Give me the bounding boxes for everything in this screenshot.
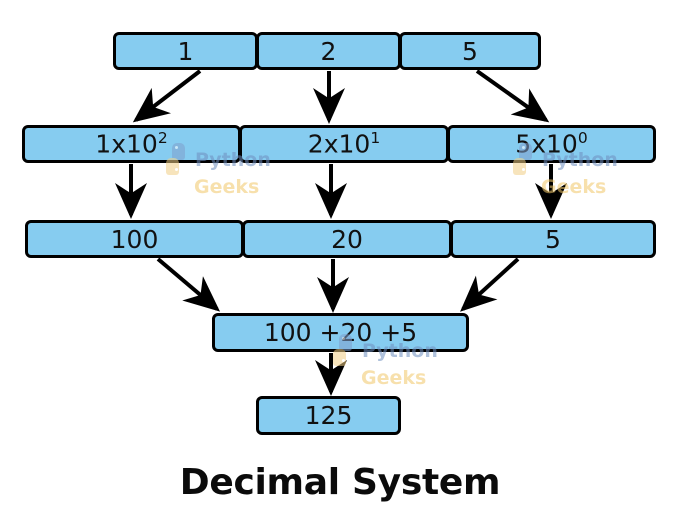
product-box-5-label: 5 bbox=[545, 224, 561, 254]
arrow-digit5-to-power3 bbox=[475, 69, 550, 123]
product-box-100-label: 100 bbox=[110, 224, 159, 254]
arrow-digit1-to-power1 bbox=[132, 69, 202, 123]
arrow-product100-to-sum bbox=[156, 257, 221, 312]
power-box-3-base: 5x10 bbox=[515, 129, 578, 159]
power-box-2-base: 2x10 bbox=[307, 129, 371, 159]
power-box-1-exponent: 2 bbox=[157, 129, 168, 148]
power-box-3-exponent: 0 bbox=[577, 129, 588, 148]
result-label: 125 bbox=[304, 401, 353, 430]
power-box-3[interactable]: 5x100 bbox=[447, 125, 656, 163]
diagram-title: Decimal System bbox=[179, 462, 501, 503]
digit-box-2-label: 2 bbox=[320, 36, 337, 66]
power-box-2-exponent: 1 bbox=[370, 129, 381, 148]
product-box-100[interactable]: 100 bbox=[25, 220, 244, 258]
arrow-product5-to-sum bbox=[460, 257, 520, 312]
sum-expression-box[interactable]: 100 +20 +5 bbox=[212, 313, 469, 352]
power-box-1[interactable]: 1x102 bbox=[22, 125, 241, 163]
power-box-3-label: 5x100 bbox=[515, 129, 588, 159]
digit-box-5[interactable]: 5 bbox=[399, 32, 541, 70]
digit-box-5-label: 5 bbox=[462, 36, 478, 66]
power-box-1-base: 1x10 bbox=[95, 129, 158, 159]
power-box-2[interactable]: 2x101 bbox=[239, 125, 449, 163]
product-box-20-label: 20 bbox=[331, 224, 363, 254]
digit-box-2[interactable]: 2 bbox=[256, 32, 401, 70]
product-box-5[interactable]: 5 bbox=[450, 220, 656, 258]
power-box-1-label: 1x102 bbox=[95, 129, 168, 159]
digit-box-1-label: 1 bbox=[177, 36, 194, 66]
product-box-20[interactable]: 20 bbox=[242, 220, 452, 258]
result-box[interactable]: 125 bbox=[256, 396, 401, 435]
sum-expression-label: 100 +20 +5 bbox=[263, 318, 418, 347]
power-box-2-label: 2x101 bbox=[307, 129, 381, 159]
digit-box-1[interactable]: 1 bbox=[113, 32, 258, 70]
